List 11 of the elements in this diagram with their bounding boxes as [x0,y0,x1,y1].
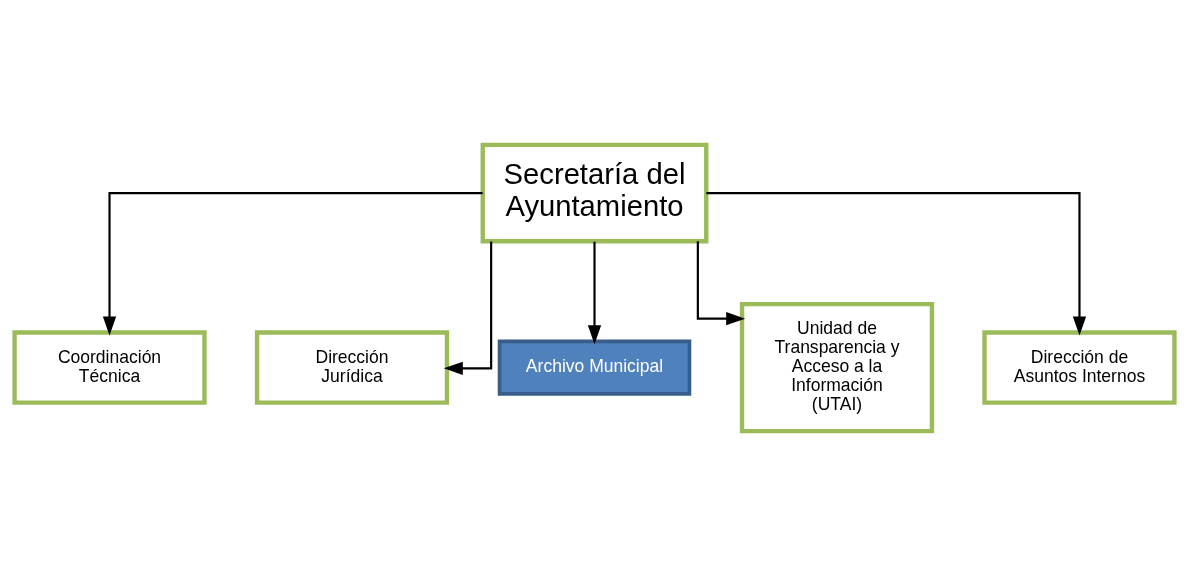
arrow [696,240,746,325]
node-box: Dirección Jurídica [254,329,450,405]
node-box: Unidad de Transparencia y Acceso a la Información (UTAI) [739,301,935,433]
arrow [587,241,602,344]
node-box: Archivo Municipal [497,339,692,396]
arrow [443,240,493,375]
node-box: Dirección de Asuntos Internos [982,329,1177,405]
arrow [706,191,1087,336]
arrow [102,191,483,336]
node-box: Coordinación Técnica [12,329,207,405]
node-box: Secretaría del Ayuntamiento [480,142,709,243]
